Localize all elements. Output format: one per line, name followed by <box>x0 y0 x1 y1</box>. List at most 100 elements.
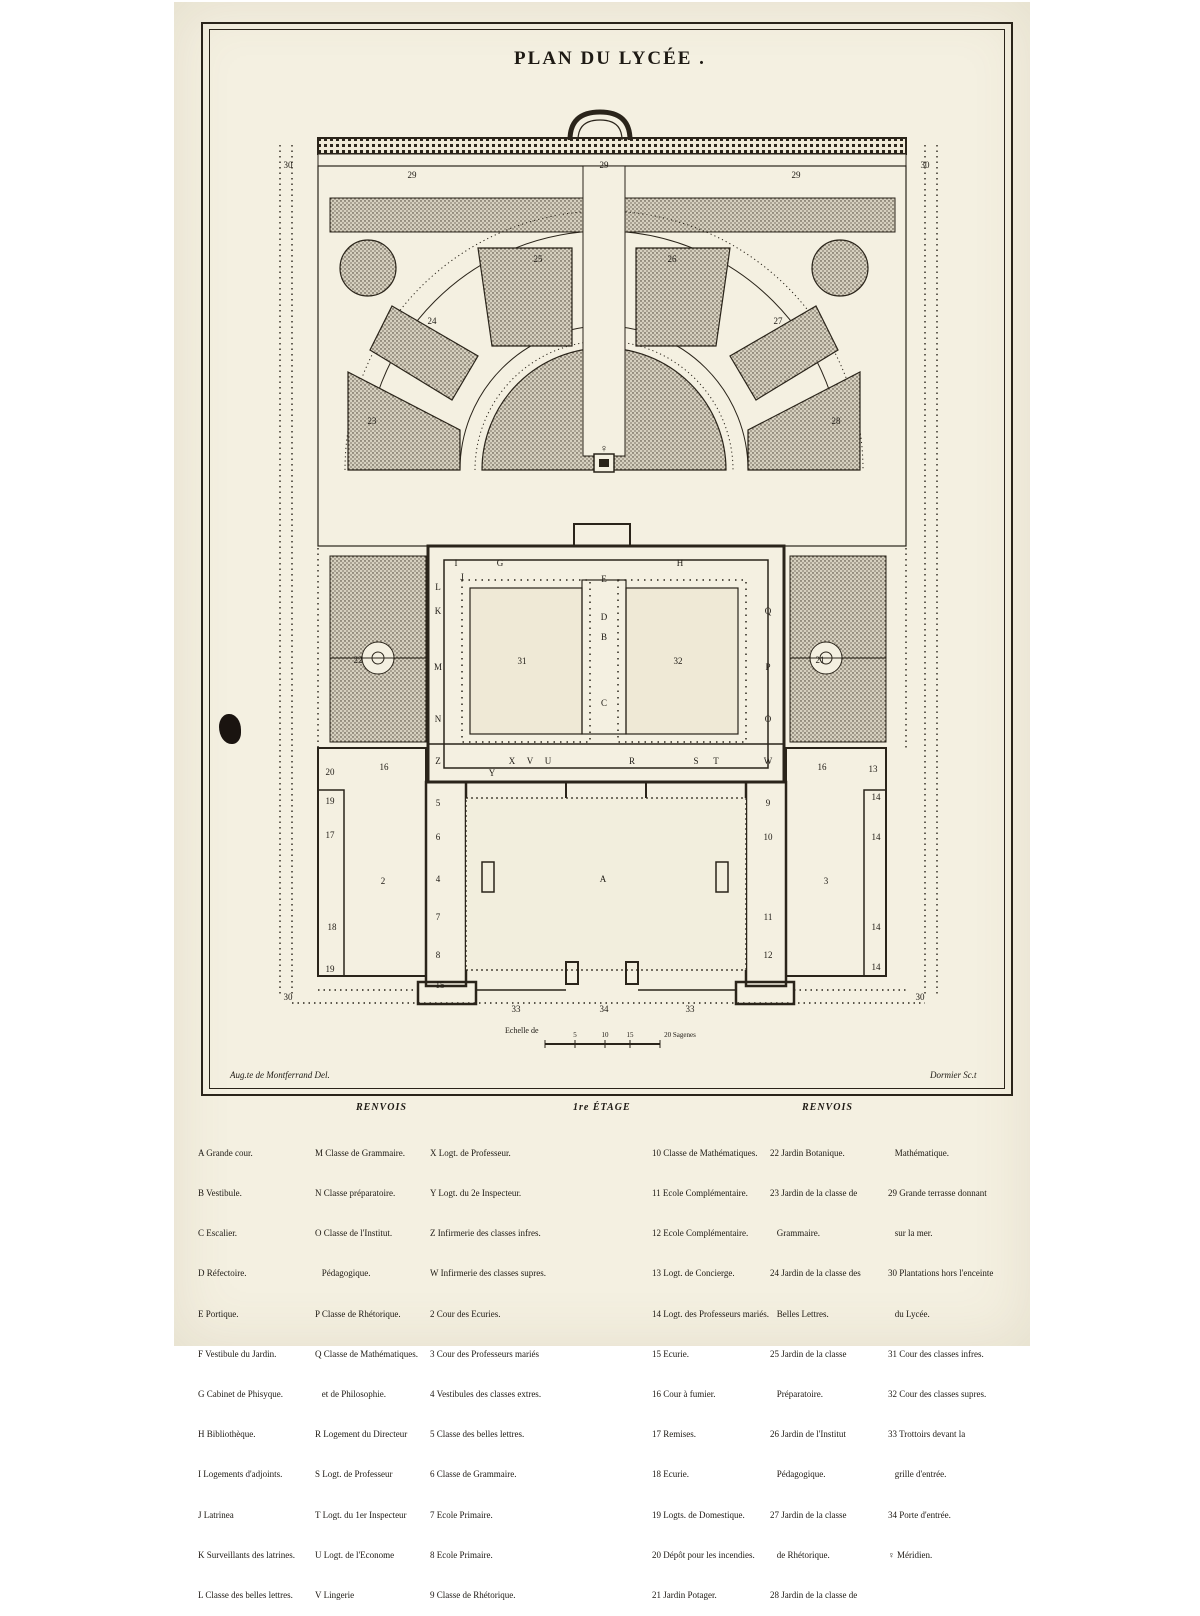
legend-entry: 15 Ecurie. <box>652 1348 689 1359</box>
label-12: 12 <box>764 950 773 960</box>
legend-entry: 10 Classe de Mathématiques. <box>652 1147 758 1158</box>
label-14-d: 14 <box>872 962 882 972</box>
label-court-31: 31 <box>518 656 527 666</box>
legend-entry: sur la mer. <box>888 1228 933 1239</box>
label-U: U <box>545 756 552 766</box>
legend-entry: Z Infirmerie des classes infres. <box>430 1228 541 1239</box>
legend-entry: E Portique. <box>198 1308 239 1319</box>
label-C: C <box>601 698 607 708</box>
label-sidewalk-right: 33 <box>686 1004 696 1014</box>
label-garden-28: 28 <box>832 416 842 426</box>
side-courts <box>317 747 887 977</box>
legend-entry: 13 Logt. de Concierge. <box>652 1268 735 1279</box>
garden-beds <box>339 239 869 471</box>
legend-entry: B Vestibule. <box>198 1188 242 1199</box>
legend-entry: 14 Logt. des Professeurs mariés. <box>652 1308 769 1319</box>
label-14-b: 14 <box>872 832 882 842</box>
label-N: N <box>435 714 442 724</box>
label-B: B <box>601 632 607 642</box>
legend-entry: Pédagogique. <box>315 1268 371 1279</box>
legend-entry: Pédagogique. <box>770 1469 826 1480</box>
label-garden-25: 25 <box>534 254 544 264</box>
legend-entry: Grammaire. <box>770 1228 820 1239</box>
label-E: E <box>601 574 607 584</box>
scale-label: Echelle de <box>505 1026 539 1035</box>
label-garden-26: 26 <box>668 254 678 264</box>
legend-entry: 11 Ecole Complémentaire. <box>652 1188 748 1199</box>
label-Q: Q <box>765 606 772 616</box>
plate-title: PLAN DU LYCÉE . <box>514 48 706 69</box>
legend-entry: L Classe des belles lettres. <box>198 1590 293 1601</box>
label-garden-24: 24 <box>428 316 438 326</box>
legend-entry: P Classe de Rhétorique. <box>315 1308 401 1319</box>
label-court-2: 2 <box>381 876 386 886</box>
label-court-A: A <box>600 874 607 884</box>
legend-entry: 26 Jardin de l'Institut <box>770 1429 846 1440</box>
label-court-3: 3 <box>824 876 829 886</box>
legend-heading-left: RENVOIS <box>356 1102 407 1113</box>
legend-entry: 28 Jardin de la classe de <box>770 1590 858 1601</box>
label-T: T <box>713 756 719 766</box>
legend-entry: Belles Lettres. <box>770 1308 829 1319</box>
plan-labels: A 31 32 2 3 23 24 25 26 27 28 21 22 29 2… <box>284 160 931 1014</box>
legend-entry: 31 Cour des classes infres. <box>888 1348 984 1359</box>
label-garden-22: 22 <box>354 655 363 665</box>
label-meridian: ♀ <box>600 443 608 455</box>
legend-entry: J Latrinea <box>198 1509 234 1520</box>
label-garden-21: 21 <box>816 655 825 665</box>
label-garden-27: 27 <box>774 316 784 326</box>
legend-entry: Q Classe de Mathématiques. <box>315 1348 418 1359</box>
credit-engraver: Dormier Sc.t <box>930 1070 977 1080</box>
legend-entry: 27 Jardin de la classe <box>770 1509 847 1520</box>
legend-entry: 24 Jardin de la classe des <box>770 1268 861 1279</box>
label-13: 13 <box>869 764 879 774</box>
label-O: O <box>765 714 772 724</box>
legend-entry: C Escalier. <box>198 1228 237 1239</box>
legend-entry: 22 Jardin Botanique. <box>770 1147 845 1158</box>
label-G: G <box>497 558 504 568</box>
legend-entry: N Classe préparatoire. <box>315 1188 396 1199</box>
plate-frame-outer <box>201 22 1013 1096</box>
scale-tick-5: 5 <box>573 1031 577 1039</box>
legend-entry: K Surveillants des latrines. <box>198 1549 295 1560</box>
label-entrance: 34 <box>600 1004 610 1014</box>
legend-entry: 7 Ecole Primaire. <box>430 1509 493 1520</box>
legend-heading-right: RENVOIS <box>802 1102 853 1113</box>
plate-frame-inner <box>209 29 1005 1089</box>
legend-entry: du Lycée. <box>888 1308 930 1319</box>
side-gardens <box>329 555 887 743</box>
legend-entry: 34 Porte d'entrée. <box>888 1509 951 1520</box>
label-20: 20 <box>326 767 336 777</box>
legend-entry: G Cabinet de Phisyque. <box>198 1389 283 1400</box>
label-X: X <box>509 756 516 766</box>
label-Z: Z <box>435 756 441 766</box>
terrace-wall <box>317 109 907 167</box>
label-15: 15 <box>436 980 446 990</box>
label-garden-23: 23 <box>368 416 378 426</box>
label-S: S <box>693 756 698 766</box>
label-16-right: 16 <box>818 762 828 772</box>
scale-tick-15: 15 <box>627 1031 635 1039</box>
legend-entry: 8 Ecole Primaire. <box>430 1549 493 1560</box>
legend-entry: 3 Cour des Professeurs mariés <box>430 1348 539 1359</box>
legend-entry: M Classe de Grammaire. <box>315 1147 405 1158</box>
label-14-a: 14 <box>872 792 882 802</box>
label-I: I <box>455 558 458 568</box>
label-8: 8 <box>436 950 441 960</box>
legend-entry: 29 Grande terrasse donnant <box>888 1188 987 1199</box>
legend-column-1: A Grande cour. B Vestibule. C Escalier. … <box>198 1120 318 1616</box>
legend-entry: 4 Vestibules des classes extres. <box>430 1389 542 1400</box>
label-H: H <box>677 558 684 568</box>
legend-entry: T Logt. du 1er Inspecteur <box>315 1509 407 1520</box>
legend-entry: de Rhétorique. <box>770 1549 830 1560</box>
legend-entry: X Logt. de Professeur. <box>430 1147 511 1158</box>
scale-tick-20: 20 Sagenes <box>664 1031 696 1039</box>
label-terrace-center: 29 <box>600 160 610 170</box>
legend-entry: Préparatoire. <box>770 1389 823 1400</box>
legend-entry: 21 Jardin Potager. <box>652 1590 717 1601</box>
label-K: K <box>435 606 442 616</box>
label-10: 10 <box>764 832 774 842</box>
legend-entry: I Logements d'adjoints. <box>198 1469 283 1480</box>
label-M: M <box>434 662 442 672</box>
legend-entry: 6 Classe de Grammaire. <box>430 1469 517 1480</box>
